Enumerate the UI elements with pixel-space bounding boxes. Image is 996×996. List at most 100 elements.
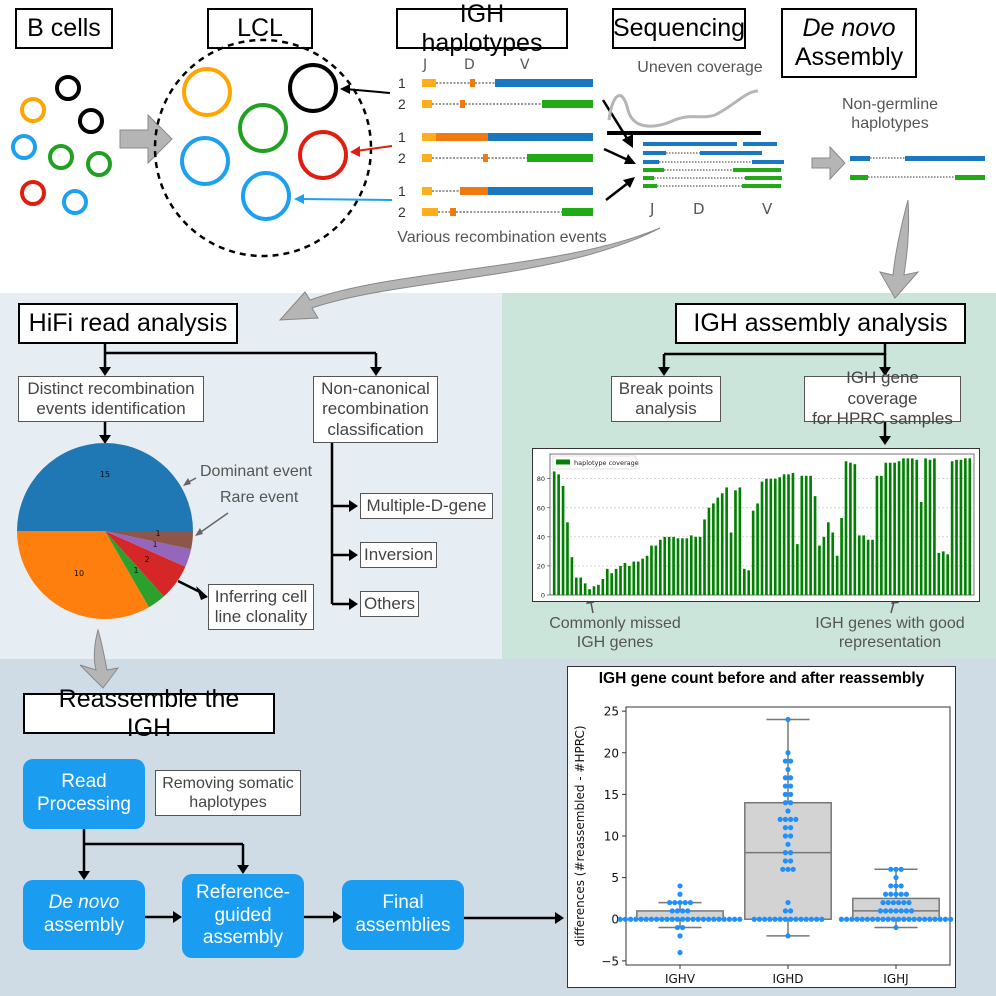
swarm-point: [893, 866, 899, 872]
swarm-point: [788, 775, 794, 781]
swarm-point: [875, 916, 881, 922]
boxplot-ytick-label: −5: [601, 954, 619, 968]
swarm-point: [716, 916, 722, 922]
coverage-bar: [893, 462, 896, 595]
read-processing-line1: Read: [61, 771, 107, 793]
swarm-point: [922, 916, 928, 922]
coverage-bar: [796, 544, 799, 595]
swarm-point: [932, 916, 938, 922]
de-novo-title-line2: Assembly: [794, 43, 904, 71]
non-germline-label: Non-germline haplotypes: [820, 95, 960, 133]
distinct-line2: events identification: [36, 399, 186, 418]
coverage-bar: [747, 570, 751, 595]
swarm-point: [880, 899, 886, 906]
swarm-point: [890, 916, 896, 922]
boxplot-xtick-label: IGHD: [772, 972, 803, 986]
swarm-point: [890, 899, 896, 906]
gene-label-d: D: [464, 57, 475, 73]
de-novo-title-line1: De novo: [802, 14, 896, 43]
swarm-point: [896, 899, 902, 906]
various-events-label: Various recombination events: [397, 229, 607, 246]
noncanon-line2: recombination: [322, 399, 429, 419]
coverage-bar: [853, 464, 857, 595]
b-cells-title: B cells: [15, 8, 113, 49]
pie-slice: [105, 531, 193, 550]
swarm-point: [782, 775, 788, 781]
bar-legend-label: haplotype coverage: [574, 459, 639, 467]
swarm-point: [937, 916, 943, 922]
coverage-bar: [570, 557, 574, 595]
coverage-bar: [636, 561, 640, 595]
coverage-bar: [862, 535, 866, 595]
noncanonical-box: Non-canonical recombination classificati…: [313, 376, 438, 443]
pie-slice-label: 1: [133, 566, 138, 575]
read-processing-line2: Processing: [37, 794, 131, 815]
coverage-bar: [597, 584, 600, 595]
swarm-point: [854, 916, 860, 922]
pie-slice: [105, 531, 186, 597]
b-cell: [62, 189, 88, 215]
swarm-point: [674, 916, 680, 922]
inferring-line1: Inferring cell: [214, 586, 308, 606]
b-cell: [11, 134, 37, 160]
swarm-point: [782, 825, 788, 831]
swarm-point: [782, 800, 788, 806]
swarm-point: [785, 750, 791, 756]
coverage-bar: [725, 487, 728, 595]
coverage-bar: [645, 555, 649, 595]
inversion-box: Inversion: [360, 542, 437, 568]
swarm-point: [782, 783, 788, 789]
coverage-bar: [782, 474, 786, 595]
boxplot-ytick-label: 25: [604, 705, 619, 719]
hap-number: 1: [398, 75, 406, 91]
swarm-point: [893, 891, 899, 897]
coverage-bar: [592, 586, 596, 595]
coverage-bar: [959, 459, 963, 595]
coverage-bar: [880, 475, 883, 595]
bar-ytick-label: 60: [537, 504, 545, 512]
swarm-point: [785, 899, 791, 906]
bar-ytick-label: 80: [537, 475, 545, 483]
coverage-bar: [557, 474, 560, 595]
haplotype-tracks: [422, 79, 593, 216]
coverage-bar: [742, 568, 746, 595]
b-cells-diagram: [11, 38, 985, 321]
coverage-bar: [667, 536, 671, 595]
swarm-point: [664, 916, 670, 922]
coverage-bar: [840, 517, 843, 595]
denovo-to-assembly-curve-arrow: [878, 199, 920, 299]
coverage-bar: [773, 478, 777, 595]
coverage-bar: [906, 458, 910, 595]
coverage-bar: [681, 538, 684, 595]
swarm-point: [737, 916, 743, 922]
lcl-cell: [238, 103, 288, 153]
swarm-point: [849, 916, 855, 922]
coverage-bar: [791, 472, 795, 595]
good-line2: representation: [838, 634, 942, 652]
coverage-bar: [968, 458, 972, 595]
lcl-title: LCL: [207, 8, 313, 49]
swarm-point: [687, 899, 693, 906]
coverage-bar: [866, 539, 870, 595]
coverage-bar: [623, 563, 627, 595]
pie-slice: [17, 531, 149, 619]
swarm-point: [814, 916, 820, 922]
swarm-point: [898, 866, 904, 872]
seq-label-v: V: [762, 200, 773, 218]
swarm-point: [903, 908, 909, 914]
swarm-point: [788, 791, 794, 797]
swarm-point: [888, 891, 894, 897]
swarm-point: [782, 833, 788, 839]
reference-guided-step: Reference- guided assembly: [182, 874, 304, 958]
gene-label-j: J: [423, 57, 428, 73]
de-novo-assembly-title: De novo Assembly: [781, 8, 917, 78]
swarm-point: [677, 883, 683, 889]
swarm-point: [788, 783, 794, 789]
coverage-bar: [712, 503, 715, 595]
coverage-bar: [769, 478, 773, 595]
swarm-point: [790, 866, 796, 872]
coverage-bar: [676, 538, 680, 595]
noncanon-line1: Non-canonical: [321, 378, 430, 398]
coverage-bar: [826, 522, 830, 595]
